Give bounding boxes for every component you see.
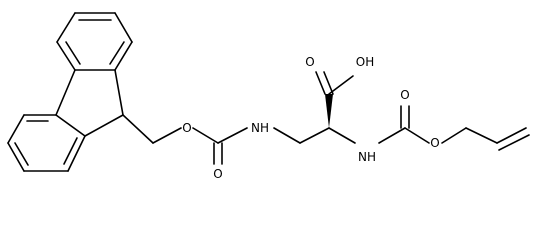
bond-upper-ring-3 (114, 41, 133, 71)
bond-oxygen-carbonyl-carbon (192, 127, 219, 144)
atom-label-acid-oh: OH (356, 55, 374, 69)
bond-acid-carbon-oh (328, 75, 354, 95)
stereo-wedge-bond (325, 94, 333, 128)
atom-label-fmoc-carbonyl-oxygen: O (213, 167, 222, 181)
atom-label-alloc-ester-oxygen: O (430, 136, 439, 150)
bond-lower-ring-3 (7, 142, 25, 172)
bond-alloc-carbon-oxygen (404, 127, 430, 144)
bond-oxygen-allyl-ch2 (441, 127, 467, 144)
bond-allyl-double-a (496, 127, 527, 144)
atom-label-acid-carbonyl-oxygen: O (305, 55, 314, 69)
bond-five-ring-3 (55, 114, 86, 137)
bond-ch2-alpha-carbon (299, 127, 330, 144)
chemical-structure-diagram: O O NH O OH NH O O (7, 12, 530, 181)
atom-label-side-chain-nh: NH (251, 121, 269, 135)
bond-alpha-carbon-nh (328, 127, 356, 144)
amino-acid-backbone (299, 71, 356, 144)
bond-carbonyl-nh (217, 127, 248, 144)
bond-upper-ring-2 (114, 12, 133, 43)
bond-allyl-double-b (498, 134, 530, 151)
bond-nh-ch2 (273, 127, 301, 144)
bond-lower-ring-5 (67, 135, 86, 172)
fmoc-carbamate-linker (122, 114, 301, 165)
alloc-carbamate-group (378, 105, 530, 151)
bond-allyl-ch2-ch (465, 127, 498, 144)
atom-label-alloc-carbonyl-oxygen: O (400, 88, 409, 102)
bond-acid-double-a (315, 71, 326, 95)
fluorene-ring-system (7, 12, 133, 172)
bond-ch2-oxygen (152, 127, 182, 144)
bond-lower-ring-inner-3 (63, 137, 78, 165)
bond-five-ring-1 (114, 69, 124, 116)
atom-label-alpha-nh: NH (358, 150, 376, 164)
bond-acid-double-b (323, 71, 334, 95)
bond-lower-ring-inner-2 (14, 142, 29, 166)
bond-fluorenyl-ch2 (122, 114, 154, 144)
bond-five-ring-4 (55, 69, 76, 116)
atom-label-fmoc-ester-oxygen: O (182, 121, 191, 135)
bond-upper-ring-inner-3 (65, 41, 81, 65)
bond-five-ring-2 (84, 114, 124, 137)
bond-lower-ring-2 (7, 114, 25, 144)
bond-nh-alloc-carbon (378, 127, 406, 144)
atom-labels: O O NH O OH NH O O (182, 55, 439, 181)
bond-upper-ring-5 (56, 41, 76, 71)
bond-upper-ring-inner-2 (109, 41, 125, 65)
bond-upper-ring-6 (56, 12, 76, 43)
